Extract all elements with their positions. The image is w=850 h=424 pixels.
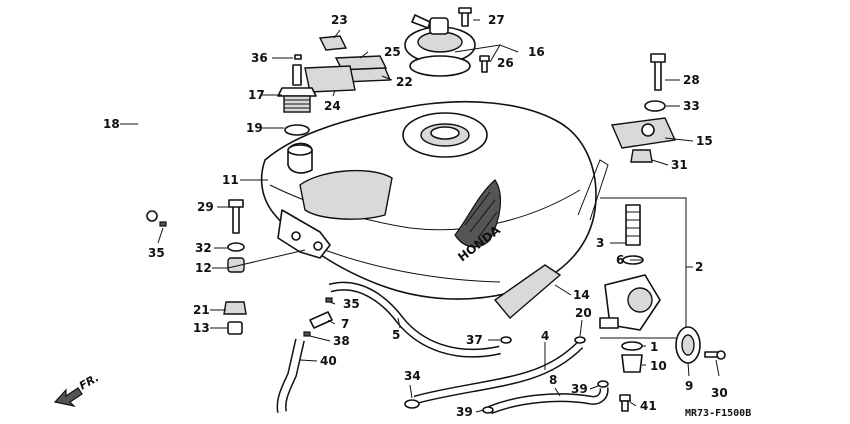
clip-35-upper	[159, 221, 167, 227]
fuel-strainer-3	[625, 204, 641, 246]
callout-21: 21	[193, 303, 210, 317]
callout-36: 36	[251, 51, 268, 65]
bolt-41	[619, 394, 631, 412]
callout-26: 26	[497, 56, 514, 70]
tank-bracket	[493, 159, 609, 319]
callout-32: 32	[195, 241, 212, 255]
callout-7: 7	[341, 317, 349, 331]
leader-lines	[120, 19, 720, 413]
cap-bolt-27	[458, 7, 472, 27]
grommet-31	[630, 149, 653, 163]
callout-23: 23	[331, 13, 348, 27]
collar-33	[644, 100, 666, 112]
callout-8: 8	[549, 373, 557, 387]
callout-14: 14	[573, 288, 590, 302]
callout-39-lower: 39	[456, 405, 473, 419]
caution-labels	[304, 35, 392, 93]
filter-cup-10	[621, 354, 643, 373]
callout-29: 29	[197, 200, 214, 214]
front-label: FR.	[77, 371, 101, 392]
callout-9: 9	[685, 379, 693, 393]
callout-12: 12	[195, 261, 212, 275]
callout-25: 25	[384, 45, 401, 59]
callout-2: 2	[695, 260, 703, 274]
callout-4: 4	[541, 329, 549, 343]
callout-34: 34	[404, 369, 421, 383]
callout-35-lower: 35	[343, 297, 360, 311]
callout-30: 30	[711, 386, 728, 400]
grommet-12	[227, 257, 245, 273]
callout-13: 13	[193, 321, 210, 335]
bolt-28	[650, 53, 666, 91]
callout-1: 1	[650, 340, 658, 354]
clamp-34	[404, 399, 420, 409]
joint-7	[309, 311, 333, 329]
callout-6: 6	[616, 253, 624, 267]
clip-39-lower	[482, 406, 494, 414]
washer-19	[284, 124, 310, 136]
clip-20	[574, 336, 586, 344]
callout-11: 11	[222, 173, 239, 187]
callout-38: 38	[333, 334, 350, 348]
clip-39-upper	[597, 380, 609, 388]
callout-numbers: 1 2 3 4 5 6 7 8 9 10 11 12 13 14 15 16 1…	[103, 13, 728, 419]
cap-bolt-26	[479, 55, 490, 73]
o-ring-1	[621, 341, 643, 351]
diagram-code: MR73-F1500B	[685, 408, 751, 419]
fuel-valve	[599, 274, 661, 331]
callout-16: 16	[528, 45, 545, 59]
callout-33: 33	[683, 99, 700, 113]
clip-35-lower	[325, 297, 333, 303]
bolt-29	[228, 199, 244, 234]
filler-cap	[404, 14, 476, 77]
callout-18: 18	[103, 117, 120, 131]
callout-40: 40	[320, 354, 337, 368]
nut-13	[227, 321, 243, 335]
callout-31: 31	[671, 158, 688, 172]
callout-27: 27	[488, 13, 505, 27]
breather-fitting	[277, 64, 317, 113]
callout-15: 15	[696, 134, 713, 148]
collar-32	[227, 242, 245, 252]
callout-28: 28	[683, 73, 700, 87]
callout-17: 17	[248, 88, 265, 102]
callout-35-upper: 35	[148, 246, 165, 260]
callout-20: 20	[575, 306, 592, 320]
callout-24: 24	[324, 99, 341, 113]
callout-3: 3	[596, 236, 604, 250]
screw-30	[704, 350, 726, 360]
callout-41: 41	[640, 399, 657, 413]
front-arrow-icon	[53, 387, 83, 408]
callout-37: 37	[466, 333, 483, 347]
cushion-21	[223, 301, 247, 315]
front-direction-indicator: FR.	[53, 371, 101, 408]
clip-38	[303, 331, 311, 337]
clip-36	[294, 54, 302, 60]
callout-39-upper: 39	[571, 382, 588, 396]
callout-10: 10	[650, 359, 667, 373]
fuel-tank: HONDA	[260, 100, 597, 300]
callout-22: 22	[396, 75, 413, 89]
clip-37	[500, 336, 512, 344]
callout-19: 19	[246, 121, 263, 135]
callout-5: 5	[392, 328, 400, 342]
